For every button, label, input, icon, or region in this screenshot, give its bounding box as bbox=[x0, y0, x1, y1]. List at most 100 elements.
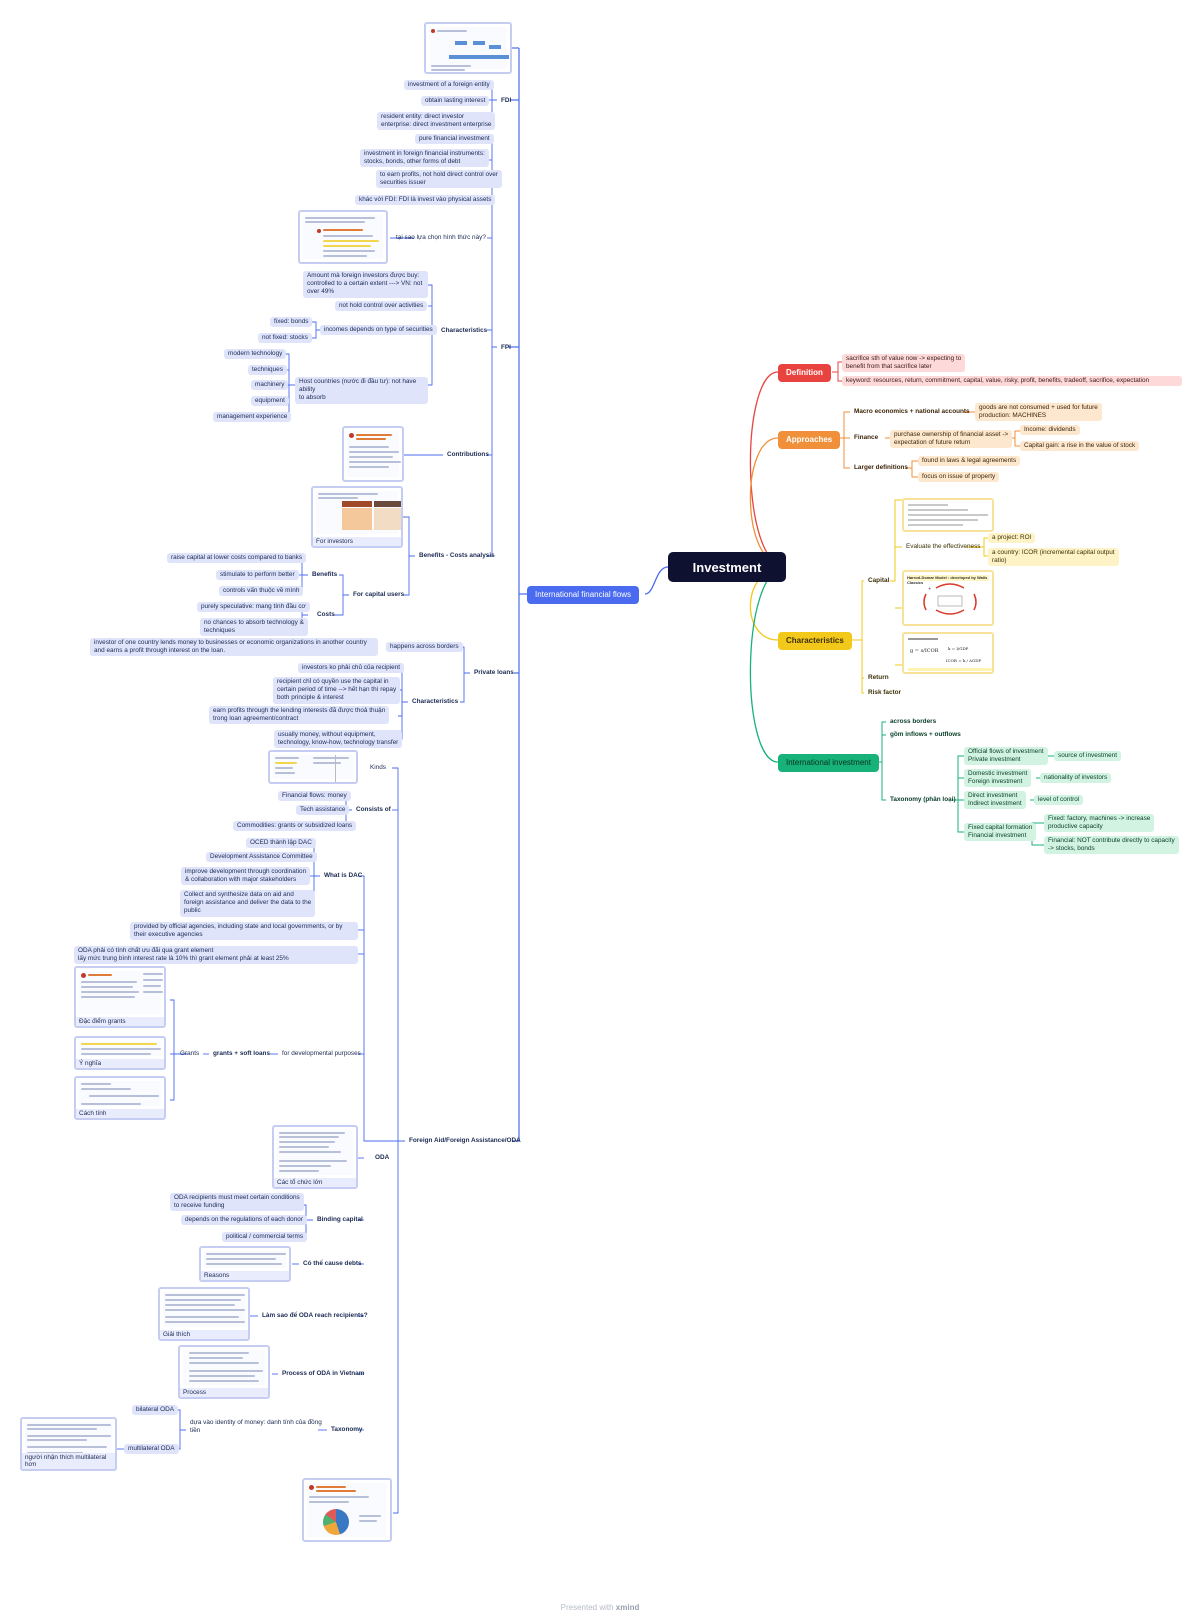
definition-sacrifice[interactable]: sacrifice sth of value now -> expecting … bbox=[842, 354, 966, 373]
oda-binding-capital[interactable]: Binding capital bbox=[317, 1216, 363, 1223]
approaches-income[interactable]: Income: dividends bbox=[1020, 425, 1080, 436]
oda-cause-debts[interactable]: Có thể cause debts bbox=[303, 1260, 362, 1267]
absorb-management[interactable]: management experience bbox=[213, 412, 292, 423]
what-is-dac[interactable]: What is DAC bbox=[324, 872, 363, 879]
capital-users-costs[interactable]: Costs bbox=[317, 611, 335, 618]
binding-conditions[interactable]: ODA recipients must meet certain conditi… bbox=[170, 1193, 304, 1212]
absorb-equipment[interactable]: equipment bbox=[251, 396, 289, 407]
fpi-char-no-control[interactable]: not hold control over activities bbox=[335, 301, 428, 312]
fpi-vs-fdi[interactable]: khác với FDI: FDI là invest vào physical… bbox=[355, 195, 496, 206]
approaches-macro[interactable]: Macro economics + national accounts bbox=[854, 408, 970, 415]
approaches-finance-detail[interactable]: purchase ownership of financial asset ->… bbox=[890, 430, 1013, 449]
fpi-pure-financial[interactable]: pure financial investment bbox=[415, 134, 494, 145]
dac-improve[interactable]: improve development through coordination… bbox=[181, 867, 311, 886]
fpi-characteristics[interactable]: Characteristics bbox=[441, 327, 488, 334]
capital-users-benefits[interactable]: Benefits bbox=[312, 571, 338, 578]
private-usually-money[interactable]: usually money, without equipment, techno… bbox=[274, 730, 403, 749]
fpi-contributions[interactable]: Contributions bbox=[447, 451, 489, 458]
private-loans[interactable]: Private loans bbox=[474, 669, 514, 676]
fpi-char-incomes[interactable]: incomes depends on type of securities bbox=[320, 325, 437, 336]
approaches-larger-laws[interactable]: found in laws & legal agreements bbox=[918, 456, 1021, 467]
characteristics-project-roi[interactable]: a project: ROI bbox=[988, 533, 1036, 544]
consists-tech[interactable]: Tech assistance bbox=[296, 805, 350, 816]
taxonomy-nationality[interactable]: nationality of investors bbox=[1040, 773, 1112, 784]
fpi-incomes-not-fixed[interactable]: not fixed: stocks bbox=[258, 333, 312, 344]
dac-collect[interactable]: Collect and synthesize data on aid and f… bbox=[180, 890, 316, 917]
fpi-char-absorb[interactable]: Host countries (nước đi đầu tư): not hav… bbox=[295, 377, 428, 404]
fpi-instruments[interactable]: investment in foreign financial instrume… bbox=[360, 149, 489, 168]
private-repay[interactable]: recipient chỉ có quyền use the capital i… bbox=[273, 677, 401, 704]
cost-speculative[interactable]: purely speculative: mang tính đầu cơ bbox=[197, 602, 310, 613]
private-lending-interest[interactable]: earn profits through the lending interes… bbox=[209, 706, 390, 725]
binding-donor-regulations[interactable]: depends on the regulations of each donor bbox=[181, 1215, 307, 1226]
dac-committee[interactable]: Development Assistance Committee bbox=[206, 852, 317, 863]
characteristics-return[interactable]: Return bbox=[868, 674, 889, 681]
benefit-controls[interactable]: controls vấn thuộc về mình bbox=[219, 586, 304, 597]
taxonomy-financial-detail[interactable]: Financial: NOT contribute directly to ca… bbox=[1044, 836, 1179, 855]
branch-international-investment[interactable]: International investment bbox=[778, 754, 879, 773]
oda-grants[interactable]: Grants bbox=[180, 1050, 200, 1057]
absorb-modern-technology[interactable]: modern technology bbox=[224, 349, 287, 360]
fdi-node[interactable]: FDI bbox=[501, 97, 512, 104]
oda-taxonomy[interactable]: Taxonomy bbox=[331, 1426, 363, 1433]
oda-provided-by[interactable]: provided by official agencies, including… bbox=[130, 922, 358, 941]
consists-financial[interactable]: Financial flows: money bbox=[278, 791, 351, 802]
foreign-aid-oda[interactable]: Foreign Aid/Foreign Assistance/ODA bbox=[409, 1137, 521, 1144]
taxonomy-domestic-foreign[interactable]: Domestic investment Foreign investment bbox=[964, 769, 1032, 788]
fdi-resident-entity[interactable]: resident entity: direct investor enterpr… bbox=[377, 112, 496, 131]
fpi-char-amount[interactable]: Amount mà foreign investors được buy: co… bbox=[303, 271, 428, 298]
approaches-capital-gain[interactable]: Capital gain: a rise in the value of sto… bbox=[1020, 441, 1140, 452]
fpi-why[interactable]: tại sao lựa chọn hình thức này? bbox=[396, 234, 486, 241]
taxonomy-direct-indirect[interactable]: Direct investment Indirect investment bbox=[964, 791, 1026, 810]
taxonomy-identity[interactable]: dựa vào identity of money: danh tính của… bbox=[190, 1419, 322, 1435]
consists-commodities[interactable]: Commodities: grants or subsidized loans bbox=[233, 821, 357, 832]
fpi-earn-profits[interactable]: to earn profits, not hold direct control… bbox=[376, 170, 502, 189]
taxonomy-level-control[interactable]: level of control bbox=[1034, 795, 1084, 806]
benefit-perform-better[interactable]: stimulate to perform better bbox=[216, 570, 299, 581]
central-topic[interactable]: Investment bbox=[668, 552, 786, 582]
private-not-owner[interactable]: investors ko phải chủ của recipient bbox=[298, 663, 405, 674]
definition-keywords[interactable]: keyword: resources, return, commitment, … bbox=[842, 376, 1182, 387]
oda-reach-recipients[interactable]: Làm sao để ODA reach recipients? bbox=[262, 1312, 368, 1319]
taxonomy-official-private[interactable]: Official flows of investment Private inv… bbox=[964, 747, 1048, 766]
fdi-lasting-interest[interactable]: obtain lasting interest bbox=[421, 96, 490, 107]
international-across[interactable]: across borders bbox=[890, 718, 937, 725]
characteristics-capital[interactable]: Capital bbox=[868, 577, 890, 584]
taxonomy-source[interactable]: source of investment bbox=[1054, 751, 1121, 762]
approaches-macro-detail[interactable]: goods are not consumed + used for future… bbox=[975, 403, 1102, 422]
absorb-techniques[interactable]: techniques bbox=[248, 365, 287, 376]
branch-approaches[interactable]: Approaches bbox=[778, 431, 841, 450]
oda-process-vietnam[interactable]: Process of ODA in Vietnam bbox=[282, 1370, 365, 1377]
fpi-incomes-fixed[interactable]: fixed: bonds bbox=[270, 317, 313, 328]
taxonomy-fixed-detail[interactable]: Fixed: factory, machines -> increase pro… bbox=[1044, 814, 1155, 833]
for-capital-users[interactable]: For capital users bbox=[353, 591, 405, 598]
cost-no-absorb[interactable]: no chances to absorb technology & techni… bbox=[200, 618, 308, 637]
fdi-foreign-entity[interactable]: investment of a foreign entity bbox=[404, 80, 494, 91]
branch-international-financial-flows[interactable]: International financial flows bbox=[527, 586, 640, 605]
oda-dev-purposes[interactable]: for developmental purposes bbox=[282, 1050, 361, 1057]
binding-political-terms[interactable]: political / commercial terms bbox=[222, 1232, 308, 1243]
taxonomy-multilateral[interactable]: multilateral ODA bbox=[124, 1444, 179, 1455]
international-flows[interactable]: gồm inflows + outflows bbox=[890, 731, 961, 738]
branch-definition[interactable]: Definition bbox=[778, 364, 831, 383]
approaches-finance[interactable]: Finance bbox=[854, 434, 879, 441]
characteristics-country-icor[interactable]: a country: ICOR (incremental capital out… bbox=[988, 548, 1119, 567]
taxonomy-bilateral[interactable]: bilateral ODA bbox=[132, 1405, 179, 1416]
benefit-lower-costs[interactable]: raise capital at lower costs compared to… bbox=[167, 553, 307, 564]
characteristics-risk[interactable]: Risk factor bbox=[868, 689, 902, 696]
approaches-larger-property[interactable]: focus on issue of property bbox=[918, 472, 1000, 483]
absorb-machinery[interactable]: machinery bbox=[251, 380, 289, 391]
international-taxonomy[interactable]: Taxonomy (phân loại) bbox=[890, 796, 956, 803]
fpi-node[interactable]: FPI bbox=[501, 344, 511, 351]
dac-oced[interactable]: OCED thành lập DAC bbox=[246, 838, 316, 849]
oda-node[interactable]: ODA bbox=[375, 1154, 390, 1161]
private-across-borders[interactable]: happens across borders bbox=[386, 642, 463, 653]
characteristics-evaluate[interactable]: Evaluate the effectiveness bbox=[906, 543, 981, 550]
approaches-larger[interactable]: Larger definitions bbox=[854, 464, 908, 471]
oda-grants-soft-loans[interactable]: grants + soft loans bbox=[213, 1050, 270, 1057]
branch-characteristics[interactable]: Characteristics bbox=[778, 632, 852, 651]
private-definition[interactable]: investor of one country lends money to b… bbox=[90, 638, 378, 657]
oda-grant-element[interactable]: ODA phải có tính chất ưu đãi qua grant e… bbox=[74, 946, 358, 965]
fpi-benefits-costs[interactable]: Benefits - Costs analysis bbox=[419, 552, 495, 559]
oda-consists[interactable]: Consists of bbox=[356, 806, 391, 813]
